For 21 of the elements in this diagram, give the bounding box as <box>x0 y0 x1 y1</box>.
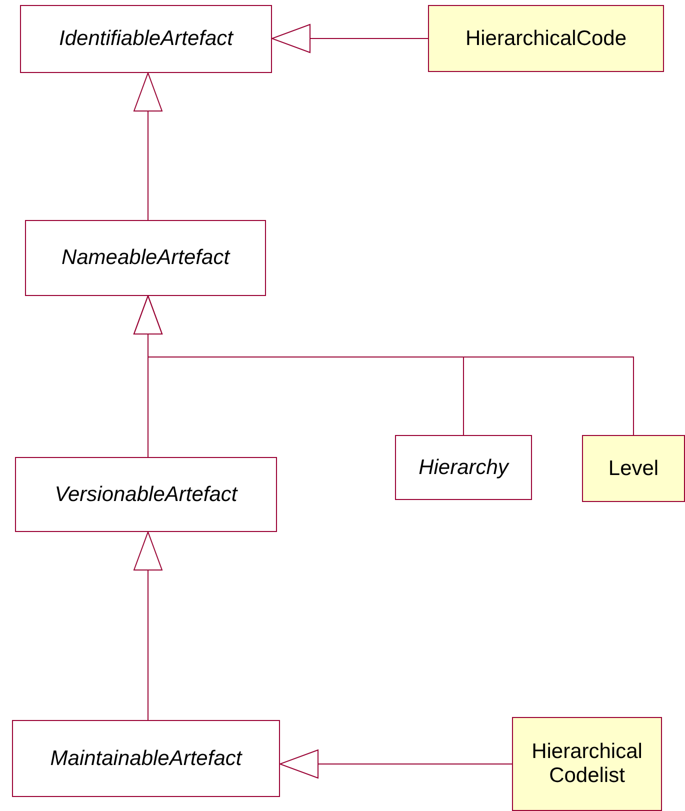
class-box <box>582 435 685 502</box>
class-box <box>25 220 266 296</box>
class-name: HierarchicalCode <box>464 26 628 50</box>
class-name: MaintainableArtefact <box>49 746 244 770</box>
class-name: Level <box>607 456 660 480</box>
generalization-arrow <box>134 296 634 436</box>
class-box <box>428 5 664 72</box>
class-box <box>15 457 277 532</box>
generalization-arrow <box>134 72 162 220</box>
class-name: NameableArtefact <box>60 246 232 270</box>
class-name: Hierarchical Codelist <box>530 740 644 788</box>
class-name: IdentifiableArtefact <box>58 27 235 51</box>
class-box <box>12 720 280 797</box>
class-box <box>512 717 662 811</box>
class-box <box>20 5 272 73</box>
class-name: VersionableArtefact <box>54 482 239 506</box>
generalization-arrow <box>134 532 162 720</box>
generalization-arrow <box>272 24 428 53</box>
class-name: Hierarchy <box>418 456 510 480</box>
generalization-arrow <box>280 750 512 778</box>
class-box <box>395 435 532 500</box>
